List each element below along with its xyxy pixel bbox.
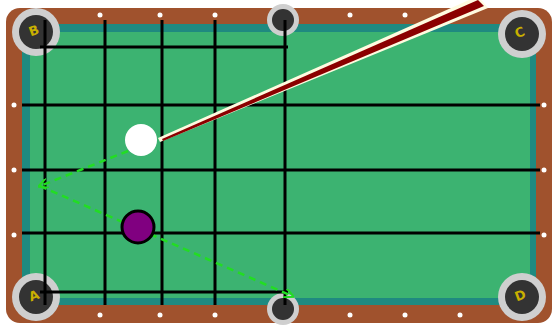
rail-diamond — [213, 313, 218, 318]
rail-diamond — [458, 313, 463, 318]
rail-diamonds — [12, 13, 547, 318]
rail-diamond — [12, 233, 17, 238]
rail-diamond — [12, 103, 17, 108]
cushion — [22, 24, 536, 305]
rail — [6, 8, 552, 323]
rail-diamond — [542, 103, 547, 108]
rail-diamond — [98, 13, 103, 18]
rail-diamond — [12, 168, 17, 173]
rail-diamond — [98, 313, 103, 318]
cue-ball — [125, 124, 157, 156]
rail-diamond — [403, 13, 408, 18]
cue-stick — [158, 0, 488, 142]
grid-lines — [22, 20, 540, 305]
shot-path — [40, 151, 292, 296]
rail-diamond — [158, 13, 163, 18]
rail-diamond — [348, 313, 353, 318]
rail-diamond — [542, 233, 547, 238]
rail-diamond — [213, 13, 218, 18]
rail-diamond — [542, 168, 547, 173]
object-ball — [122, 211, 154, 243]
rail-diamond — [158, 313, 163, 318]
pockets — [12, 4, 546, 325]
rail-diamond — [403, 313, 408, 318]
rail-diamond — [348, 13, 353, 18]
